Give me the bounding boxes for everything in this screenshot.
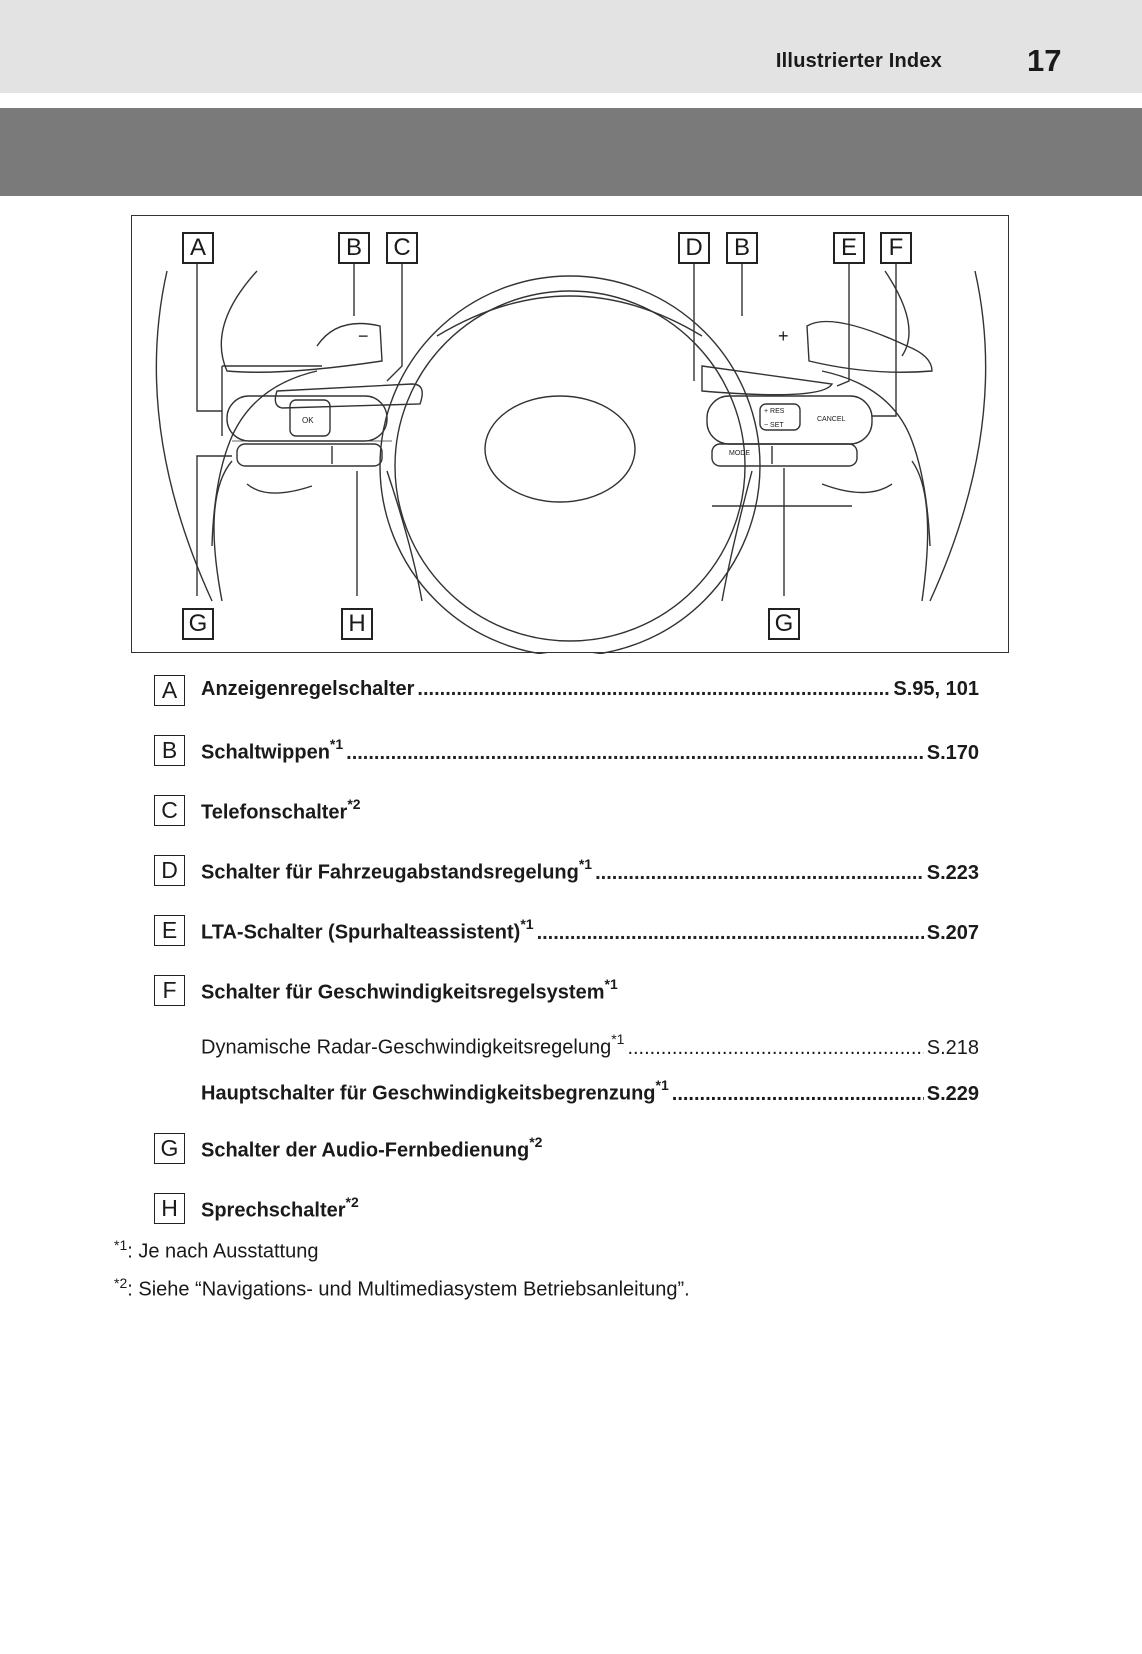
rim-left (155, 270, 213, 602)
entry-key: F (154, 975, 185, 1006)
page-header (0, 0, 1142, 93)
res-button-label: + RES (764, 408, 785, 415)
leader-dots (417, 678, 890, 701)
index-entry-b: B Schaltwippen*1 S.170 (154, 735, 979, 767)
leader-dots (595, 862, 924, 885)
paddle-minus-label: − (358, 326, 369, 346)
entry-page-ref[interactable]: S.95, 101 (893, 678, 979, 700)
entry-key: E (154, 915, 185, 946)
sub-entry-radar-cruise: Dynamische Radar-Geschwindigkeitsregelun… (201, 1031, 979, 1060)
entry-label: Sprechschalter*2 (201, 1194, 359, 1222)
footnote-ref: *1 (611, 1031, 625, 1047)
callout-h: H (341, 608, 373, 640)
ok-button-label: OK (302, 416, 314, 425)
steering-wheel-illustration: A B C D B E F G H G OK + RES − SET CANCE… (131, 215, 1009, 654)
mode-button-label: MODE (729, 450, 750, 457)
index-entry-a: A Anzeigenregelschalter S.95, 101 (154, 675, 979, 707)
footnote-ref: *2 (345, 1194, 359, 1210)
footnote-ref: *1 (655, 1077, 669, 1093)
footnote-ref: *1 (329, 736, 344, 752)
index-entry-f: F Schalter für Geschwindigkeitsregelsyst… (154, 975, 979, 1007)
footnote-ref: *1 (604, 976, 618, 992)
entry-label: LTA-Schalter (Spurhalteassistent)*1 (201, 916, 534, 944)
leader-dots (627, 1037, 923, 1060)
rim-right (929, 270, 987, 602)
callout-c: C (386, 232, 418, 264)
entry-key: H (154, 1193, 185, 1224)
sub-entry-speed-limiter: Hauptschalter für Geschwindigkeitsbegren… (201, 1077, 979, 1106)
callout-g-right: G (768, 608, 800, 640)
entry-page-ref[interactable]: S.170 (926, 741, 979, 764)
footnote-ref: *2 (529, 1134, 543, 1150)
index-entry-e: E LTA-Schalter (Spurhalteassistent)*1 S.… (154, 915, 979, 947)
callout-e: E (833, 232, 865, 264)
paddle-plus-label: + (778, 326, 789, 346)
sub-entry-label: Dynamische Radar-Geschwindigkeitsregelun… (201, 1031, 625, 1059)
steering-wheel-drawing (155, 264, 987, 654)
footnote-ref: *1 (520, 916, 534, 932)
callout-a: A (182, 232, 214, 264)
index-entry-c: C Telefonschalter*2 (154, 795, 979, 827)
footnote-text: : Je nach Ausstattung (127, 1240, 319, 1263)
footnote-mark: *2 (114, 1275, 128, 1291)
footnote-mark: *1 (114, 1237, 128, 1253)
entry-key: D (154, 855, 185, 886)
entry-page-ref[interactable]: S.207 (926, 921, 979, 944)
index-entry-d: D Schalter für Fahrzeugabstandsregelung*… (154, 855, 979, 887)
entry-label: Schalter für Fahrzeugabstandsregelung*1 (201, 856, 593, 884)
section-banner (0, 108, 1142, 196)
callout-b-right: B (726, 232, 758, 264)
sub-entry-page-ref[interactable]: S.218 (926, 1036, 979, 1059)
entry-key: B (154, 735, 185, 766)
entry-label: Anzeigenregelschalter (201, 678, 415, 700)
leader-dots (537, 922, 924, 945)
index-entry-g: G Schalter der Audio-Fernbedienung*2 (154, 1133, 979, 1165)
footnote-2: *2: Siehe “Navigations- und Multimediasy… (114, 1275, 690, 1302)
set-button-label: − SET (764, 422, 784, 429)
leader-dots (672, 1083, 924, 1106)
page-number: 17 (1027, 43, 1062, 78)
leader-dots (346, 742, 924, 765)
footnote-1: *1: Je nach Ausstattung (114, 1237, 318, 1264)
section-title: Illustrierter Index (775, 50, 942, 72)
entry-label: Schaltwippen*1 (201, 736, 344, 764)
callout-g-left: G (182, 608, 214, 640)
entry-label: Telefonschalter*2 (201, 796, 361, 824)
entry-label: Schalter der Audio-Fernbedienung*2 (201, 1134, 543, 1162)
sub-entry-label: Hauptschalter für Geschwindigkeitsbegren… (201, 1077, 669, 1105)
callout-f: F (880, 232, 912, 264)
entry-key: G (154, 1133, 185, 1164)
sub-entry-page-ref[interactable]: S.229 (926, 1082, 979, 1105)
entry-label: Schalter für Geschwindigkeitsregelsystem… (201, 976, 618, 1004)
index-entry-h: H Sprechschalter*2 (154, 1193, 979, 1225)
entry-page-ref[interactable]: S.223 (926, 861, 979, 884)
footnote-text: : Siehe “Navigations- und Multimediasyst… (127, 1278, 690, 1301)
callout-b-left: B (338, 232, 370, 264)
footnote-ref: *2 (347, 796, 361, 812)
cancel-button-label: CANCEL (817, 416, 846, 423)
entry-key: A (154, 675, 185, 706)
callout-d: D (678, 232, 710, 264)
footnote-ref: *1 (578, 856, 593, 872)
entry-key: C (154, 795, 185, 826)
